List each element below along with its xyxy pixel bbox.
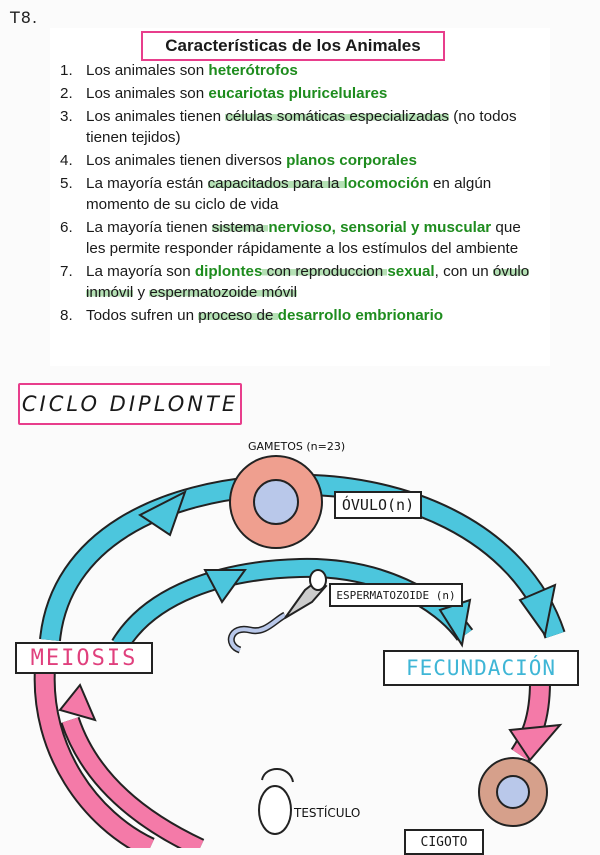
traits-card: [50, 28, 550, 366]
trait-keyword: locomoción: [343, 175, 429, 192]
trait-number: 8.: [60, 307, 73, 324]
ovulo-label: ÓVULO(n): [334, 491, 422, 519]
trait-item: 3. Los animales tienen células somáticas …: [60, 106, 540, 148]
trait-text-segment: La mayoría son: [86, 263, 195, 280]
testiculo-label: TESTÍCULO: [294, 806, 361, 820]
trait-number: 7.: [60, 263, 73, 280]
arrowhead-pink: [508, 723, 563, 762]
trait-text: Los animales tienen células somáticas es…: [86, 106, 540, 148]
arrowhead-blue: [138, 489, 187, 537]
trait-highlight: capacitados para la: [207, 175, 344, 192]
trait-text-segment: La mayoría tienen: [86, 219, 212, 236]
arrowhead-pink: [58, 683, 97, 722]
trait-item: 5. La mayoría están capacitados para la l…: [60, 173, 540, 215]
trait-text-segment: en algún momento de su ciclo de vida: [86, 175, 492, 213]
trait-text-segment: que les permite responder rápidamente a …: [86, 219, 521, 257]
trait-item: 1. Los animales son heterótrofos: [60, 60, 540, 81]
trait-number: 4.: [60, 152, 73, 169]
trait-keyword: planos corporales: [286, 152, 417, 169]
trait-keyword: desarrollo embrionario: [277, 307, 444, 324]
fecundacion-label: FECUNDACIÓN: [383, 650, 579, 686]
trait-text: La mayoría son diplontes con reproduccio…: [86, 261, 540, 303]
arrowhead-blue: [518, 583, 557, 638]
trait-item: 2. Los animales son eucariotas pluricelul…: [60, 83, 540, 104]
sperm-illustration: [227, 569, 328, 654]
trait-text-segment: Los animales son: [86, 62, 209, 79]
trait-highlight: células somáticas especializadas: [225, 108, 450, 125]
trait-text-segment: (no todos tienen tejidos): [86, 108, 517, 146]
trait-text: Los animales tienen diversos planos corp…: [86, 150, 540, 171]
trait-number: 3.: [60, 108, 73, 125]
espermatozoide-label: ESPERMATOZOIDE (n): [329, 583, 463, 607]
trait-keyword: sexual: [387, 263, 435, 280]
trait-text-segment: Los animales tienen: [86, 108, 226, 125]
trait-number: 1.: [60, 62, 73, 79]
page-tag: T8.: [10, 8, 39, 27]
trait-item: 6. La mayoría tienen sistema nervioso, se…: [60, 217, 540, 259]
trait-keyword: eucariotas pluricelulares: [208, 85, 388, 102]
trait-number: 6.: [60, 219, 73, 236]
traits-list: 1. Los animales son heterótrofos 2. Los ani…: [60, 60, 540, 328]
trait-number: 5.: [60, 175, 73, 192]
gametes-label: GAMETOS (n=23): [248, 440, 346, 453]
trait-text: Todos sufren un proceso de desarrollo em…: [86, 305, 540, 326]
testicle-illustration: [258, 768, 294, 835]
trait-text: Los animales son heterótrofos: [86, 60, 540, 81]
trait-text-segment: , con un: [434, 263, 493, 280]
trait-text-segment: La mayoría están: [86, 175, 208, 192]
trait-highlight: espermatozoide móvil: [149, 284, 298, 301]
trait-number: 2.: [60, 85, 73, 102]
page-title: Características de los Animales: [141, 31, 445, 61]
trait-highlight: sistema: [211, 219, 269, 236]
trait-text: Los animales son eucariotas pluricelular…: [86, 83, 540, 104]
trait-highlight: proceso de: [198, 307, 278, 324]
trait-item: 4. Los animales tienen diversos planos co…: [60, 150, 540, 171]
trait-text-segment: Los animales tienen diversos: [86, 152, 287, 169]
cigoto-label: CIGOTO: [404, 829, 484, 855]
meiosis-label: MEIOSIS: [15, 642, 153, 674]
section-title-ciclo-diplonte: CICLO DIPLONTE: [18, 383, 242, 425]
trait-text-segment: Los animales son: [86, 85, 209, 102]
trait-keyword: heterótrofos: [208, 62, 298, 79]
arrowhead-blue: [203, 569, 247, 604]
trait-item: 8. Todos sufren un proceso de desarrollo …: [60, 305, 540, 326]
diplont-cycle-diagram: [33, 455, 566, 848]
trait-keyword: nervioso, sensorial y muscular: [268, 219, 492, 236]
trait-text: La mayoría tienen sistema nervioso, sens…: [86, 217, 540, 259]
trait-keyword: diplontes: [194, 263, 263, 280]
zygote-nucleus: [496, 775, 530, 809]
trait-text-segment: y: [133, 284, 150, 301]
trait-text-segment: Todos sufren un: [86, 307, 199, 324]
trait-text: La mayoría están capacitados para la loc…: [86, 173, 540, 215]
trait-item: 7. La mayoría son diplontes con reproducc…: [60, 261, 540, 303]
trait-highlight: con reproduccion: [262, 263, 388, 280]
ovum-nucleus: [253, 479, 299, 525]
